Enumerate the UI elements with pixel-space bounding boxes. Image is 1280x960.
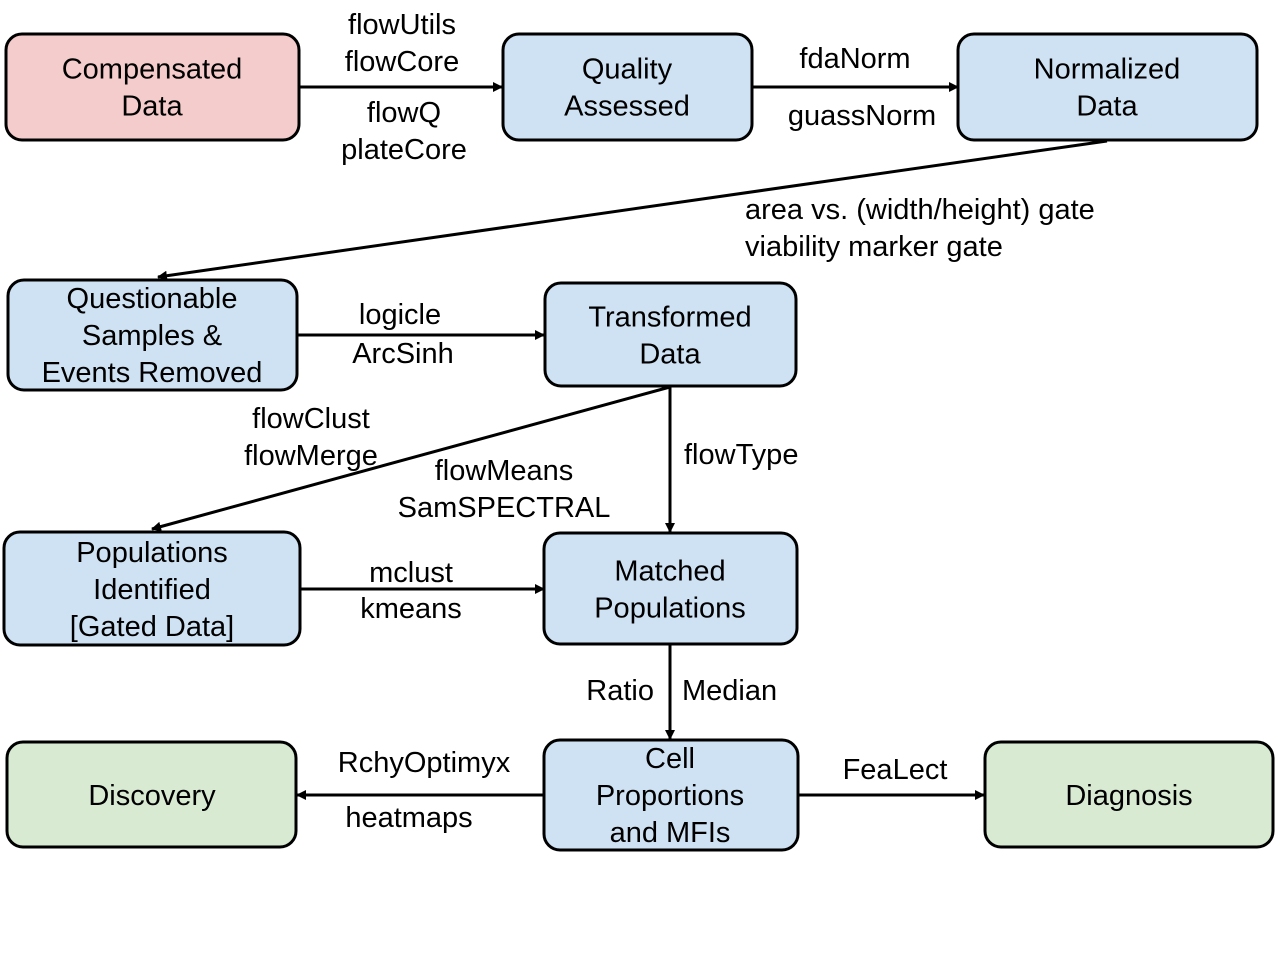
edge-label: plateCore: [341, 134, 467, 166]
node-label-line: [Gated Data]: [70, 611, 234, 643]
edge-label: flowMeans: [435, 455, 574, 487]
edge-label: viability marker gate: [745, 231, 1003, 263]
arrow-normalized-to-questionable: [157, 139, 1108, 281]
edge-quality-to-normalized: fdaNorm guassNorm: [752, 43, 959, 132]
edge-matched-to-cell: Ratio Median: [586, 645, 777, 740]
edge-questionable-to-transformed: logicle ArcSinh: [297, 299, 545, 370]
node-label-line: Proportions: [596, 780, 744, 812]
edge-label: flowClust: [252, 403, 370, 435]
node-label-line: and MFIs: [610, 817, 731, 849]
node-discovery: Discovery: [5, 740, 298, 849]
node-label-line: Assessed: [564, 91, 690, 123]
edge-label: flowCore: [345, 46, 459, 78]
node-label-line: Transformed: [588, 302, 751, 334]
edge-label: flowMerge: [244, 440, 378, 472]
node-label-line: Data: [121, 91, 183, 123]
edge-label: logicle: [359, 299, 441, 331]
edge-compensated-to-quality: flowUtils flowCore flowQ plateCore: [299, 9, 503, 166]
node-label-line: Data: [639, 339, 701, 371]
node-label-line: Normalized: [1034, 54, 1181, 86]
node-label-line: Data: [1076, 91, 1138, 123]
edge-label: Median: [682, 675, 777, 707]
node-label-line: Questionable: [67, 283, 238, 315]
node-box: [543, 281, 798, 388]
edge-cell-to-discovery: RchyOptimyx heatmaps: [296, 747, 544, 834]
node-box: [542, 738, 800, 852]
node-label: Discovery: [88, 780, 216, 812]
node-box: [5, 740, 298, 849]
arrow-transformed-to-populations: [151, 385, 671, 532]
edge-normalized-to-questionable: area vs. (width/height) gate viability m…: [157, 139, 1108, 281]
node-label-line: Populations: [594, 593, 746, 625]
edge-cell-to-diagnosis: FeaLect: [798, 754, 985, 800]
node-label-line: Discovery: [88, 780, 216, 812]
edge-transformed-to-matched: flowType: [665, 387, 798, 533]
edge-transformed-to-populations: flowClust flowMerge flowMeans SamSPECTRA…: [151, 385, 671, 532]
node-box: [6, 278, 299, 392]
node-label-line: Quality: [582, 54, 673, 86]
node-box: [956, 32, 1259, 142]
edge-label: area vs. (width/height) gate: [745, 194, 1095, 226]
node-diagnosis: Diagnosis: [983, 740, 1275, 849]
node-label: Diagnosis: [1065, 780, 1192, 812]
edge-label: heatmaps: [345, 802, 472, 834]
node-label-line: Cell: [645, 743, 695, 775]
edge-label: SamSPECTRAL: [398, 492, 611, 524]
edge-label: kmeans: [360, 593, 462, 625]
node-label-line: Compensated: [62, 54, 243, 86]
node-label-line: Identified: [93, 574, 211, 606]
edge-populations-to-matched: mclust kmeans: [300, 557, 545, 625]
edge-label: guassNorm: [788, 100, 936, 132]
node-box: [4, 32, 301, 142]
node-label-line: Populations: [76, 537, 228, 569]
edge-label: flowQ: [367, 97, 441, 129]
edge-label: mclust: [369, 557, 453, 589]
edge-label: fdaNorm: [799, 43, 910, 75]
node-label-line: Events Removed: [42, 357, 263, 389]
edge-label: flowType: [684, 439, 798, 471]
node-label-line: Diagnosis: [1065, 780, 1192, 812]
node-box: [2, 530, 302, 647]
node-label-line: Matched: [614, 556, 725, 588]
node-box: [501, 32, 754, 142]
node-box: [983, 740, 1275, 849]
edge-label: FeaLect: [843, 754, 948, 786]
node-label-line: Samples &: [82, 320, 222, 352]
edge-label: ArcSinh: [352, 338, 454, 370]
edge-label: Ratio: [586, 675, 654, 707]
node-box: [542, 531, 799, 646]
edge-label: RchyOptimyx: [338, 747, 511, 779]
edge-label: flowUtils: [348, 9, 456, 41]
